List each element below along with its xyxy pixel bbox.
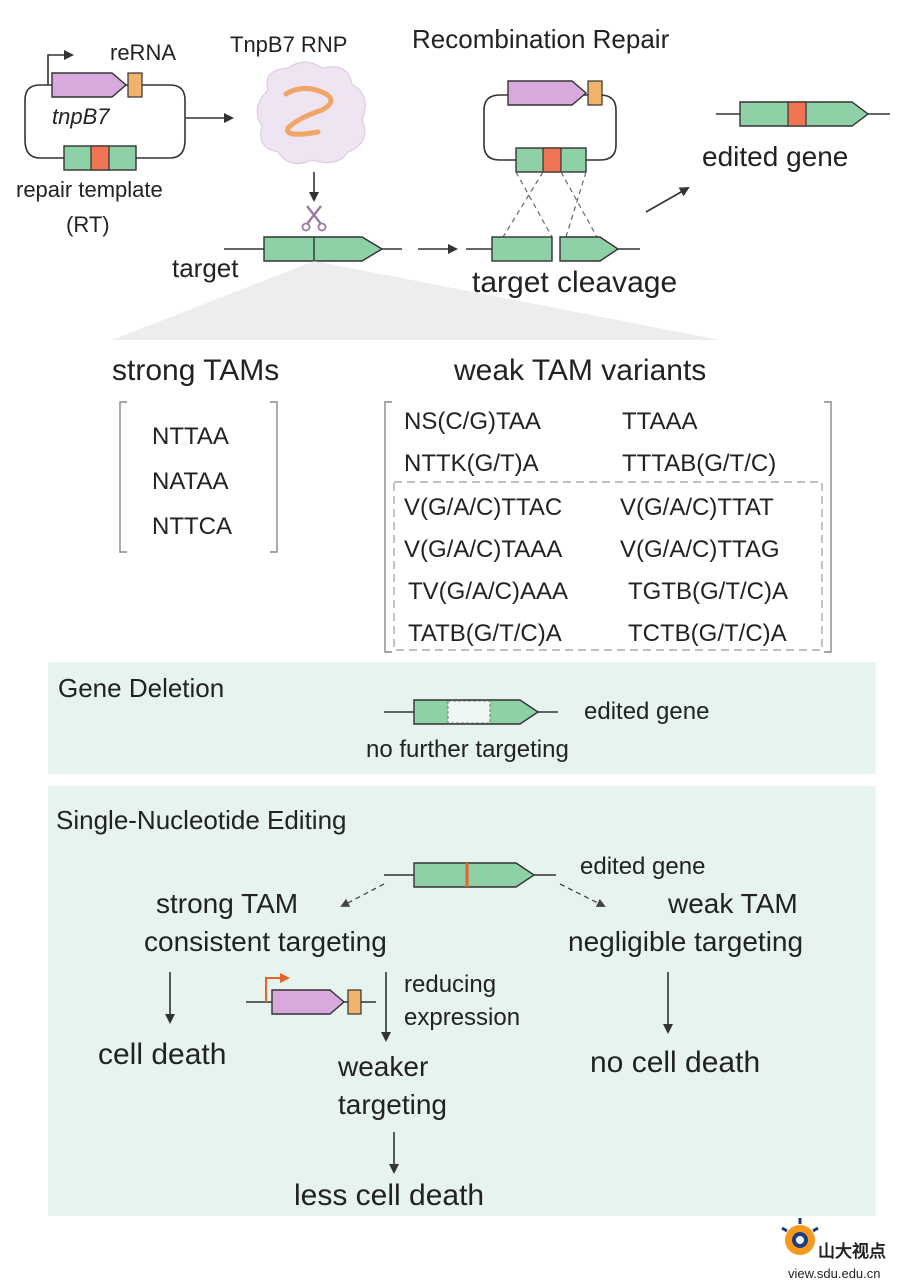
strong-tam-1: NTTAA <box>152 423 229 450</box>
weak-tam-r1-c1: NS(C/G)TAA <box>404 408 541 435</box>
no-cell-death-label: no cell death <box>590 1046 760 1079</box>
tnpb7-label: tnpB7 <box>52 104 110 129</box>
strong-tam-label: strong TAM <box>156 888 298 919</box>
weaker-label: weaker <box>337 1051 428 1082</box>
target-cleavage-label: target cleavage <box>472 266 677 299</box>
orange-promoter-arrow-icon <box>265 973 290 1002</box>
weak-boxed-r3-c1: TV(G/A/C)AAA <box>408 578 568 605</box>
arrow-to-strong-tam <box>340 883 385 907</box>
sne-edited-gene-label: edited gene <box>580 853 705 880</box>
weak-tam-label: weak TAM <box>667 888 798 919</box>
cell-death-label: cell death <box>98 1038 226 1071</box>
cleaved-target <box>466 236 640 262</box>
recombination-plasmid <box>483 80 617 173</box>
recombination-label: Recombination Repair <box>412 24 670 54</box>
scissors-icon <box>301 205 327 232</box>
weak-bracket-right <box>824 401 832 653</box>
weak-boxed-r1-c2: V(G/A/C)TTAT <box>620 494 774 521</box>
repair-template-label: repair template <box>16 177 163 202</box>
sne-panel <box>48 786 876 1216</box>
deleted-gene <box>384 699 558 725</box>
weak-boxed-r2-c2: V(G/A/C)TTAG <box>620 536 780 563</box>
promoter-arrow-icon <box>47 50 74 85</box>
weak-tam-r1-c2: TTAAA <box>622 408 698 435</box>
rerna-label: reRNA <box>110 40 176 65</box>
zoom-wedge <box>112 261 720 340</box>
edited-gene-top-label: edited gene <box>702 141 848 172</box>
weak-tam-dashed-box <box>393 481 823 651</box>
rerna-block <box>127 72 143 98</box>
less-cell-death-label: less cell death <box>294 1179 484 1212</box>
strong-bracket-right <box>270 401 278 553</box>
edited-gene-top <box>716 101 890 127</box>
tnpb7-gene-arrow <box>51 72 128 98</box>
reducing-label: reducing <box>404 971 496 998</box>
arrow-to-weak-tam <box>559 883 606 907</box>
watermark-brand: 山大视点 <box>818 1241 886 1261</box>
weak-tam-r2-c2: TTTAB(G/T/C) <box>622 450 776 477</box>
weak-boxed-r2-c1: V(G/A/C)TAAA <box>404 536 562 563</box>
strong-tam-3: NTTCA <box>152 513 232 540</box>
expression-label: expression <box>404 1004 520 1031</box>
tnpb7-plasmid <box>24 50 186 171</box>
deletion-edited-gene-label: edited gene <box>584 698 709 725</box>
gene-deletion-title: Gene Deletion <box>58 673 224 703</box>
no-further-targeting-label: no further targeting <box>366 736 569 763</box>
negligible-targeting-label: negligible targeting <box>568 926 803 957</box>
consistent-targeting-label: consistent targeting <box>144 926 387 957</box>
crossover-lines <box>502 171 598 238</box>
sdu-watermark-logo <box>781 1218 819 1255</box>
rt-label: (RT) <box>66 212 110 237</box>
target-gene <box>224 236 402 262</box>
weak-boxed-r4-c1: TATB(G/T/C)A <box>408 620 562 647</box>
reduced-expression-cassette <box>246 973 376 1015</box>
arrow-to-edited-gene <box>645 187 690 213</box>
weak-tam-r2-c1: NTTK(G/T)A <box>404 450 539 477</box>
strong-tams-title: strong TAMs <box>112 354 279 387</box>
strong-tam-2: NATAA <box>152 468 228 495</box>
weak-boxed-r4-c2: TCTB(G/T/C)A <box>628 620 787 647</box>
rnp-label: TnpB7 RNP <box>230 32 347 57</box>
sne-title: Single-Nucleotide Editing <box>56 805 347 835</box>
repair-template-mutation <box>90 145 110 171</box>
rnp-complex-icon <box>256 61 366 165</box>
weak-tams-title: weak TAM variants <box>453 354 706 387</box>
sne-edited-gene <box>384 862 556 888</box>
watermark-url: view.sdu.edu.cn <box>788 1266 881 1281</box>
targeting-label: targeting <box>338 1089 447 1120</box>
weak-boxed-r1-c1: V(G/A/C)TTAC <box>404 494 562 521</box>
strong-bracket-left <box>119 401 127 553</box>
weak-boxed-r3-c2: TGTB(G/T/C)A <box>628 578 788 605</box>
weak-bracket-left <box>384 401 392 653</box>
target-label: target <box>172 253 239 283</box>
